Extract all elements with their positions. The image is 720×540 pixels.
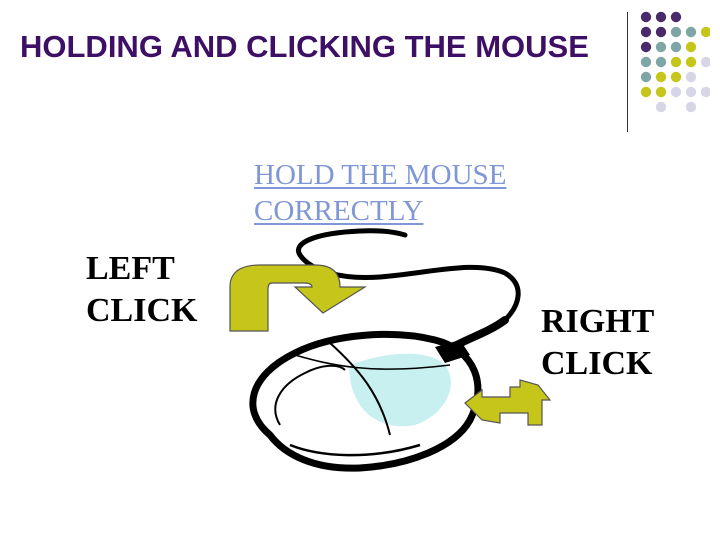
decorative-dot [700,56,710,68]
decorative-dot [640,41,652,53]
slide-title: HOLDING AND CLICKING THE MOUSE [20,29,589,64]
decorative-dot [670,56,682,68]
left-click-label: LEFT CLICK [86,248,197,332]
decorative-dot [640,86,652,98]
decorative-dot [670,41,682,53]
decorative-dot [670,11,682,23]
decorative-dot [655,71,667,83]
right-click-label-line2: CLICK [541,345,653,382]
decorative-dot [655,26,667,38]
decorative-dot [640,26,652,38]
left-click-label-line2: CLICK [86,292,198,329]
decorative-dot [670,86,682,98]
mouse-illustration [229,228,552,472]
title-divider [627,12,628,132]
decorative-dot [670,26,682,38]
decorative-dot [700,26,710,38]
mouse-body [249,330,482,472]
left-click-arrow [229,264,368,332]
decorative-dot-grid [640,11,710,113]
decorative-dot [655,56,667,68]
decorative-dot [685,56,697,68]
right-click-label: RIGHT CLICK [541,301,654,385]
decorative-dot [685,101,697,113]
decorative-dot [655,101,667,113]
decorative-dot [685,26,697,38]
decorative-dot [655,86,667,98]
right-click-arrow [464,379,552,426]
decorative-dot [655,41,667,53]
right-click-label-line1: RIGHT [541,303,655,340]
hold-mouse-link[interactable]: HOLD THE MOUSE CORRECTLY [254,159,507,227]
decorative-dot [670,71,682,83]
decorative-dot [685,41,697,53]
decorative-dot [640,71,652,83]
decorative-dot [640,56,652,68]
decorative-dot [685,86,697,98]
decorative-dot [640,11,652,23]
decorative-dot [685,71,697,83]
decorative-dot [655,11,667,23]
decorative-dot [700,86,710,98]
left-click-label-line1: LEFT [86,250,175,287]
